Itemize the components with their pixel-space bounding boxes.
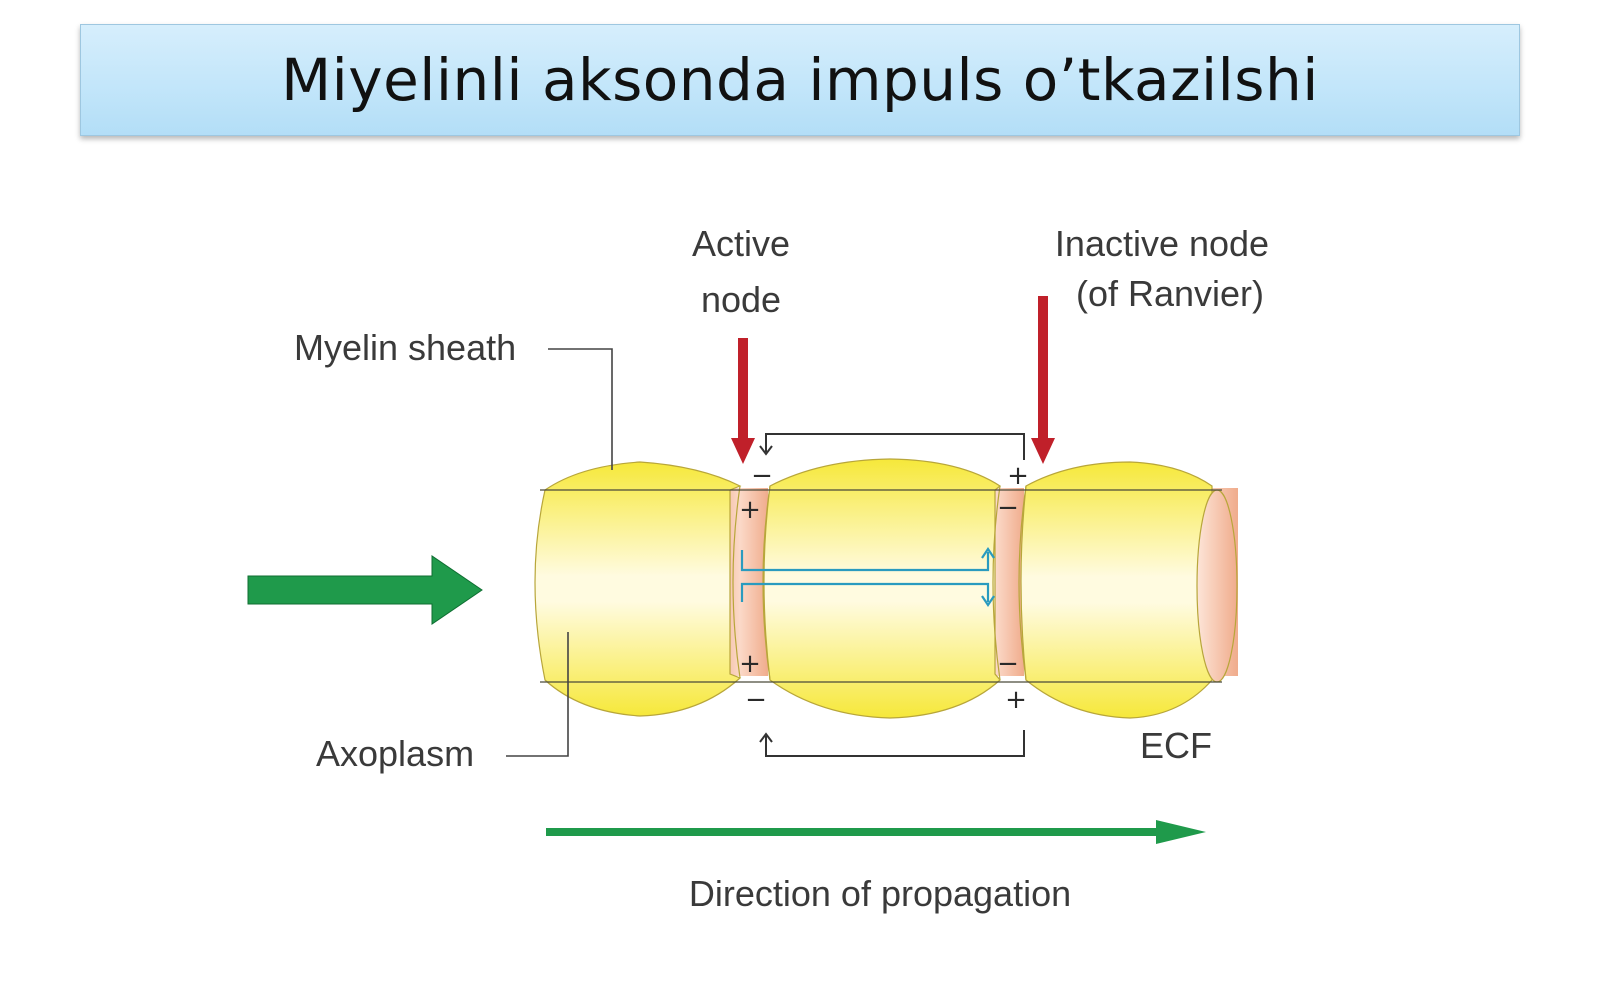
myelin-segment-3 xyxy=(1020,461,1213,719)
inactive-node-label-line2: (of Ranvier) xyxy=(1076,273,1264,314)
direction-of-propagation-label: Direction of propagation xyxy=(689,873,1071,914)
active-outer-top-charge: − xyxy=(751,461,773,491)
inactive-node-pointer-arrow xyxy=(1031,296,1055,464)
axon-end-ellipse xyxy=(1196,489,1238,683)
active-outer-bottom-charge: − xyxy=(745,685,767,715)
myelin-segment-1 xyxy=(534,461,742,717)
ecf-label: ECF xyxy=(1140,725,1212,766)
incoming-impulse-arrow xyxy=(247,555,483,625)
inactive-outer-bottom-charge: + xyxy=(1005,685,1027,715)
myelin-sheath-label: Myelin sheath xyxy=(294,327,516,368)
slide-title: Miyelinli aksonda impuls o’tkazilshi xyxy=(281,46,1319,114)
myelin-sheath-leader xyxy=(548,348,613,470)
inactive-inner-top-charge: − xyxy=(997,493,1019,523)
internal-current-loops xyxy=(740,547,995,607)
external-current-loop-top xyxy=(759,433,1025,460)
propagation-direction-arrow xyxy=(546,820,1206,844)
myelin-segment-2 xyxy=(763,458,1002,719)
inactive-node-label-line1: Inactive node xyxy=(1055,223,1269,264)
active-node-label-line2: node xyxy=(701,279,781,320)
active-inner-top-charge: + xyxy=(739,495,761,525)
axoplasm-label: Axoplasm xyxy=(316,733,474,774)
axoplasm-leader xyxy=(506,632,569,757)
external-current-loop-bottom xyxy=(759,730,1025,757)
inactive-outer-top-charge: + xyxy=(1007,461,1029,491)
active-node-label-line1: Active xyxy=(692,223,790,264)
title-banner: Miyelinli aksonda impuls o’tkazilshi xyxy=(80,24,1520,136)
active-node-pointer-arrow xyxy=(731,338,755,464)
active-inner-bottom-charge: + xyxy=(739,649,761,679)
inactive-inner-bottom-charge: − xyxy=(997,649,1019,679)
